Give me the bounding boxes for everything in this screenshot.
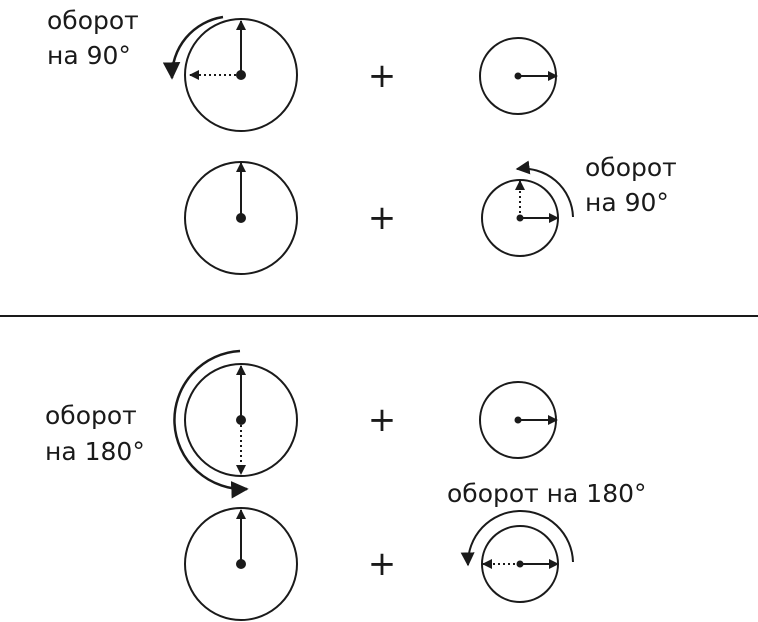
row3-right-dial [479,381,558,459]
rotation-arc-180-ccw [173,349,249,499]
row1-left-label: оборот на 90° [47,6,147,70]
plus-sign: + [368,544,397,584]
row1-right-dial [479,37,558,115]
rotation-arc-90-ccw [515,160,574,218]
row4-right-label: оборот на 180° [447,479,647,508]
row1-left-dial [184,18,298,132]
plus-sign: + [368,56,397,96]
pivot-dot [236,559,246,569]
pivot-dot [236,70,246,80]
row2-right-dial [481,179,559,257]
row3-left-label: оборот на 180° [45,401,145,466]
rotation-arc-90-ccw [162,15,224,80]
pivot-dot [236,213,246,223]
plus-sign: + [368,400,397,440]
plus-sign: + [368,198,397,238]
row4-right-dial [481,525,559,603]
pivot-dot [514,72,522,80]
row4-left-dial [184,507,298,621]
pivot-dot [516,214,524,222]
row2-right-label: оборот на 90° [585,153,685,217]
row2-left-dial [184,161,298,275]
row3-left-dial [184,363,298,477]
rotation-arc-180-ccw [460,510,574,567]
pivot-dot [514,416,522,424]
pivot-dot [236,415,246,425]
pivot-dot [516,560,524,568]
